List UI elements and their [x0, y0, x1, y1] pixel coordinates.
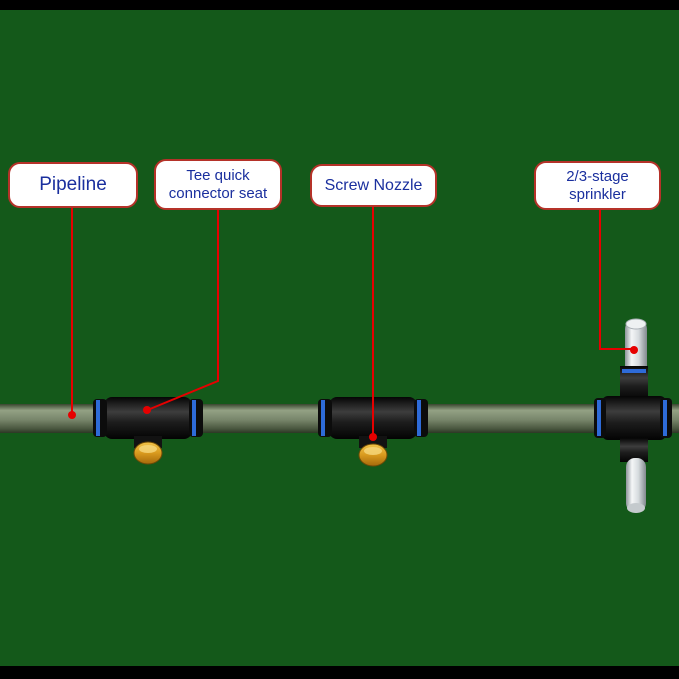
sprinkler-tee-body — [602, 396, 666, 440]
letterbox-bottom-bar — [0, 666, 679, 679]
tee-connector-left — [93, 397, 203, 465]
anchor-dot-sprinkler — [630, 346, 638, 354]
callout-pipeline: Pipeline — [8, 162, 138, 208]
letterbox-top-bar — [0, 0, 679, 10]
leader-line-sprinkler — [599, 210, 631, 350]
anchor-dot-nozzle — [369, 433, 377, 441]
o-ring-right — [417, 400, 421, 436]
callout-sprinkler-text: 2/3-stage sprinkler — [566, 167, 629, 203]
o-ring-left — [597, 400, 601, 436]
leader-line-tee — [149, 210, 219, 410]
callout-tee-text: Tee quick connector seat — [168, 166, 268, 202]
callout-nozzle-text: Screw Nozzle — [324, 176, 423, 194]
leader-lines — [71, 207, 631, 434]
callout-pipeline-text: Pipeline — [39, 174, 107, 195]
o-ring-left — [321, 400, 325, 436]
o-ring-right — [192, 400, 196, 436]
callout-tee-quick-connector-seat: Tee quick connector seat — [154, 159, 282, 210]
callout-sprinkler: 2/3-stage sprinkler — [534, 161, 661, 210]
sprinkler-assembly — [594, 318, 672, 513]
callout-screw-nozzle: Screw Nozzle — [310, 164, 437, 207]
tee-connector-middle — [318, 397, 428, 467]
o-ring-right — [663, 400, 667, 436]
anchor-dot-tee — [143, 406, 151, 414]
anchor-dots — [68, 346, 638, 441]
o-ring-left — [96, 400, 100, 436]
anchor-dot-pipeline — [68, 411, 76, 419]
sprinkler-bottom-tube — [626, 458, 646, 512]
